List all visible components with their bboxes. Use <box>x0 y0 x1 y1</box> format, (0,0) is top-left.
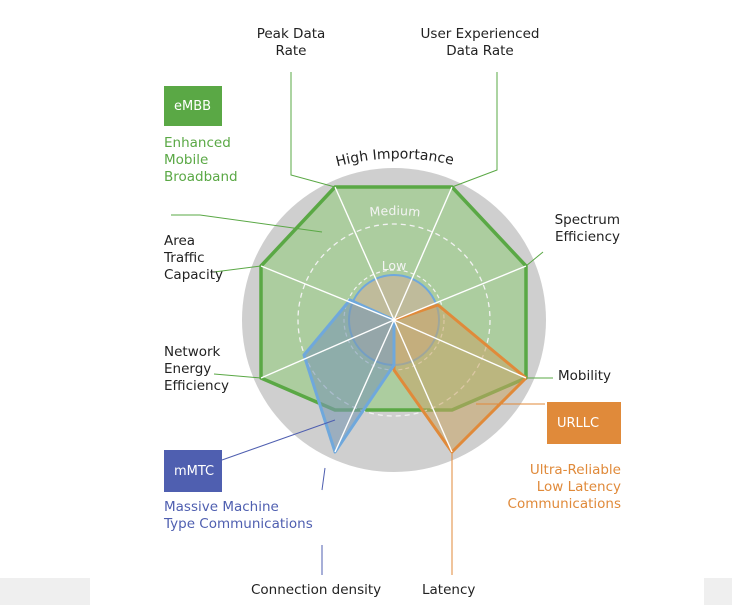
embb-description: Enhanced Mobile Broadband <box>164 135 238 185</box>
axis-label-area-traffic-capacity: Area Traffic Capacity <box>164 233 223 283</box>
urllc-badge-text: URLLC <box>557 415 600 431</box>
corner-shade-left <box>0 578 90 605</box>
mmtc-badge-text: mMTC <box>174 463 215 479</box>
axis-label-user-experienced-data-rate: User Experienced Data Rate <box>420 26 540 59</box>
ring-label-low: Low <box>382 258 407 273</box>
mmtc-leader-lines <box>221 419 336 575</box>
urllc-leader-lines <box>451 403 545 575</box>
axis-label-mobility: Mobility <box>558 368 612 384</box>
embb-badge: eMBB <box>164 86 222 126</box>
corner-shade-right <box>704 578 732 605</box>
axis-label-network-energy-efficiency: Network Energy Efficiency <box>164 344 230 394</box>
medium-ring <box>297 223 491 417</box>
urllc-badge: URLLC <box>547 402 621 444</box>
mmtc-area <box>302 298 396 454</box>
embb-badge-text: eMBB <box>174 98 212 114</box>
ring-label-medium: Medium <box>369 203 421 220</box>
axis-spokes <box>260 186 527 453</box>
mmtc-badge: mMTC <box>164 450 222 492</box>
ring-label-high: High Importance <box>334 146 455 170</box>
axis-label-peak-data-rate: Peak Data Rate <box>256 26 326 59</box>
mmtc-description: Massive Machine Type Communications <box>164 499 313 532</box>
urllc-description: Ultra-Reliable Low Latency Communication… <box>507 462 621 512</box>
axis-label-connection-density: Connection density <box>251 582 382 598</box>
axis-label-spectrum-efficiency: Spectrum Efficiency <box>554 212 620 245</box>
axis-leader-lines <box>171 72 553 379</box>
axis-label-latency: Latency <box>422 582 476 598</box>
